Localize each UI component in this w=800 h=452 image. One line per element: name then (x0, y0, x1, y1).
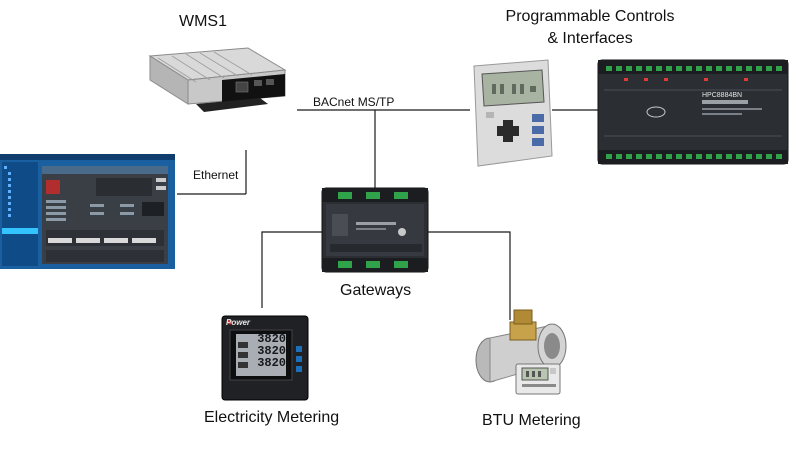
controller-model-label: HPC8884BN (702, 92, 743, 99)
electricity-metering-label: Electricity Metering (204, 409, 340, 426)
meter-reading-2: 3820 (257, 344, 286, 358)
meter-reading-3: 3820 (257, 356, 286, 370)
electricity-meter-device (221, 315, 309, 401)
ethernet-label: Ethernet (193, 168, 239, 182)
programmable-controls-label: Programmable Controls & Interfaces (495, 6, 685, 50)
electricity-link-line (261, 231, 322, 308)
btu-link-line (428, 231, 511, 320)
btu-meter-device (475, 309, 567, 395)
bacnet-label: BACnet MS/TP (313, 95, 395, 109)
gateways-label: Gateways (340, 282, 412, 299)
programmable-controller (597, 59, 789, 165)
programmable-controls-line1: Programmable Controls (505, 8, 675, 25)
connection-lines (177, 109, 598, 320)
meter-brand-label: Power (226, 318, 251, 327)
gateway-device (321, 187, 429, 273)
wms1-device (148, 47, 287, 112)
software-screenshot (0, 154, 175, 269)
btu-metering-label: BTU Metering (482, 412, 581, 429)
wms1-label: WMS1 (179, 13, 227, 30)
meter-reading-1: 3820 (257, 332, 286, 346)
programmable-controls-line2: & Interfaces (547, 30, 633, 47)
meter-readings: 3820 3820 3820 (250, 333, 286, 369)
thermostat-device (473, 59, 553, 167)
